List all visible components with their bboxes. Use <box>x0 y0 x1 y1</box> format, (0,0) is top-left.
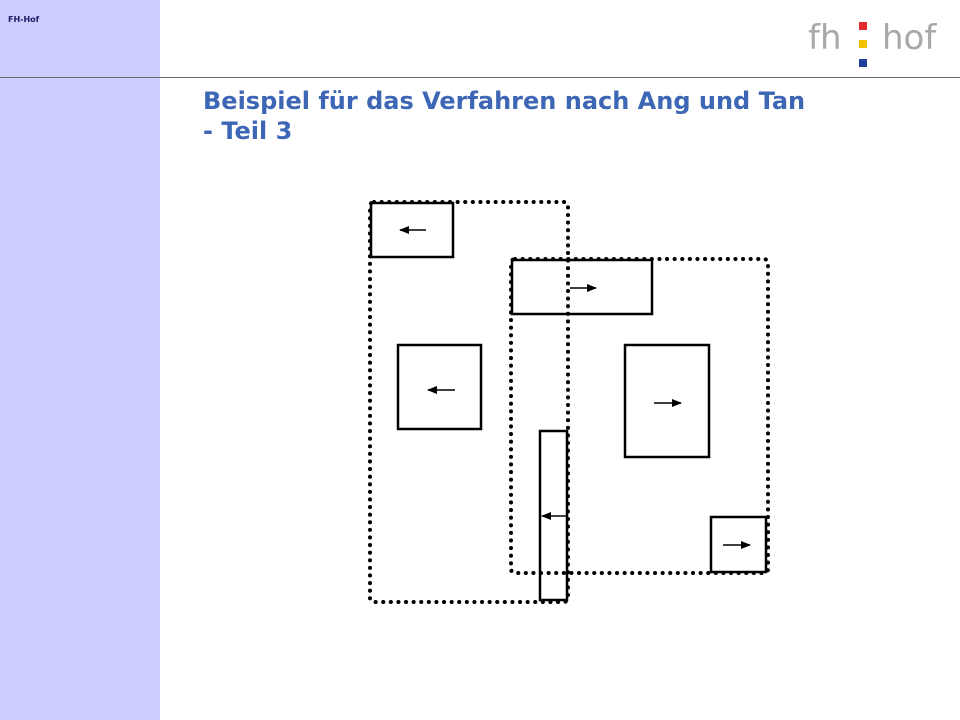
logo-text-left: fh <box>808 18 842 58</box>
sidebar: FH-Hof <box>0 0 160 720</box>
slide-title-line-2: - Teil 3 <box>203 117 293 145</box>
rect-left-middle <box>396 343 483 431</box>
logo-square-blue <box>859 59 867 67</box>
header-divider <box>160 77 960 78</box>
rect-right-bottom <box>709 515 768 574</box>
rect-left-top <box>369 201 455 259</box>
slide-title-line-1: Beispiel für das Verfahren nach Ang und … <box>203 87 806 115</box>
fh-hof-logo: fh hof <box>808 18 948 68</box>
right-group-boundary <box>509 257 770 575</box>
logo-text-right: hof <box>882 18 937 58</box>
logo-square-yellow <box>859 40 867 48</box>
rect-right-top <box>510 258 654 316</box>
sidebar-divider <box>0 77 160 78</box>
left-group-boundary <box>368 200 570 604</box>
rect-right-middle <box>623 343 711 459</box>
logo-square-red <box>859 22 867 30</box>
slide-title: Beispiel für das Verfahren nach Ang und … <box>203 86 923 146</box>
corner-label: FH-Hof <box>8 15 40 24</box>
